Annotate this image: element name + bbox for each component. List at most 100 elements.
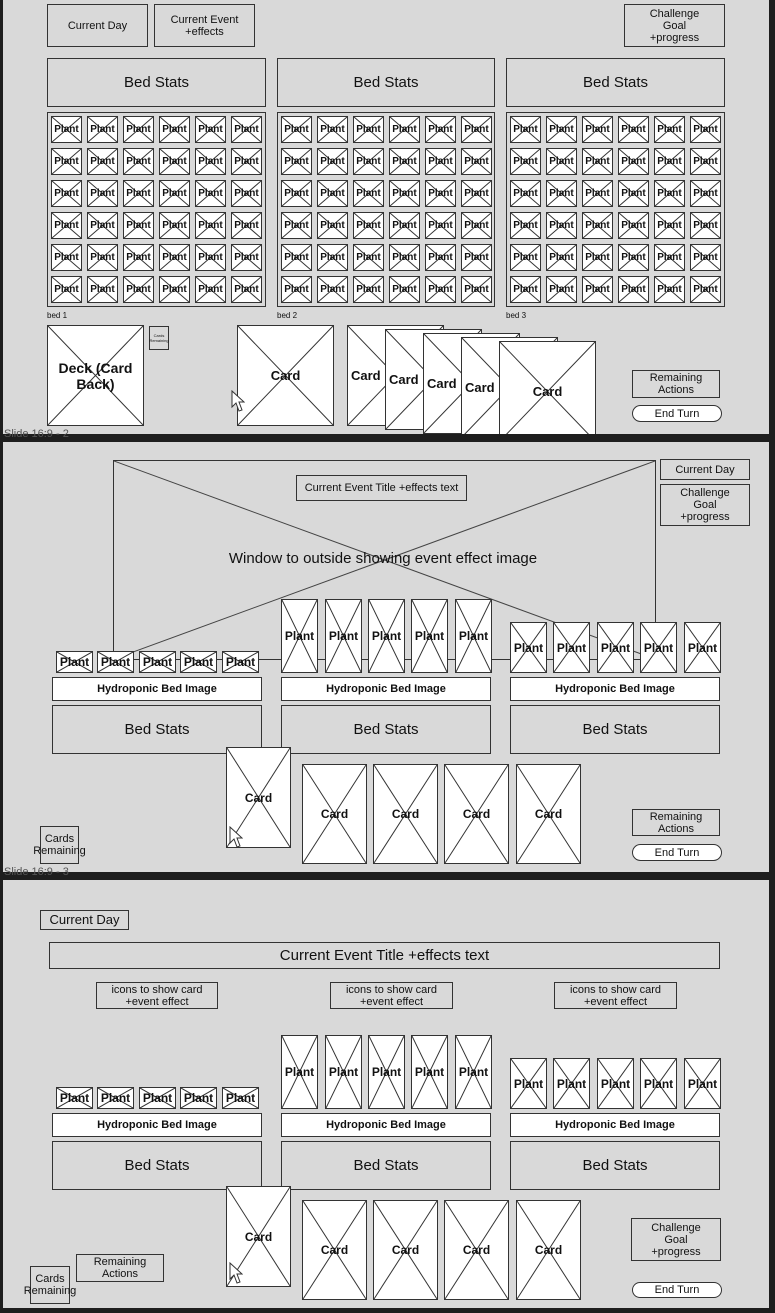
- hand-card[interactable]: Card: [444, 764, 509, 864]
- plant-slot[interactable]: Plant: [159, 148, 190, 175]
- plant-slot[interactable]: Plant: [640, 1058, 677, 1109]
- plant-slot[interactable]: Plant: [640, 622, 677, 673]
- plant-slot[interactable]: Plant: [195, 148, 226, 175]
- plant-slot[interactable]: Plant: [51, 276, 82, 303]
- plant-slot[interactable]: Plant: [87, 212, 118, 239]
- plant-slot[interactable]: Plant: [281, 180, 312, 207]
- plant-slot[interactable]: Plant: [411, 1035, 448, 1109]
- plant-slot[interactable]: Plant: [159, 180, 190, 207]
- hand-card[interactable]: Card: [499, 341, 596, 434]
- hand-card[interactable]: Card: [444, 1200, 509, 1300]
- plant-slot[interactable]: Plant: [51, 148, 82, 175]
- plant-slot[interactable]: Plant: [231, 276, 262, 303]
- plant-slot[interactable]: Plant: [231, 212, 262, 239]
- plant-slot[interactable]: Plant: [353, 276, 384, 303]
- plant-slot[interactable]: Plant: [654, 244, 685, 271]
- plant-slot[interactable]: Plant: [139, 1087, 176, 1109]
- deck[interactable]: Deck (Card Back): [47, 325, 144, 426]
- plant-slot[interactable]: Plant: [281, 276, 312, 303]
- plant-slot[interactable]: Plant: [461, 148, 492, 175]
- plant-slot[interactable]: Plant: [389, 180, 420, 207]
- plant-slot[interactable]: Plant: [597, 1058, 634, 1109]
- plant-slot[interactable]: Plant: [159, 212, 190, 239]
- plant-slot[interactable]: Plant: [654, 116, 685, 143]
- plant-slot[interactable]: Plant: [455, 599, 492, 673]
- plant-slot[interactable]: Plant: [546, 180, 577, 207]
- plant-slot[interactable]: Plant: [553, 1058, 590, 1109]
- plant-slot[interactable]: Plant: [97, 651, 134, 673]
- plant-slot[interactable]: Plant: [690, 276, 721, 303]
- plant-slot[interactable]: Plant: [690, 244, 721, 271]
- plant-slot[interactable]: Plant: [425, 116, 456, 143]
- plant-slot[interactable]: Plant: [325, 1035, 362, 1109]
- plant-slot[interactable]: Plant: [684, 622, 721, 673]
- plant-slot[interactable]: Plant: [87, 276, 118, 303]
- plant-slot[interactable]: Plant: [546, 244, 577, 271]
- plant-slot[interactable]: Plant: [368, 599, 405, 673]
- plant-slot[interactable]: Plant: [690, 116, 721, 143]
- plant-slot[interactable]: Plant: [51, 116, 82, 143]
- plant-slot[interactable]: Plant: [461, 244, 492, 271]
- plant-slot[interactable]: Plant: [231, 180, 262, 207]
- plant-slot[interactable]: Plant: [281, 599, 318, 673]
- plant-slot[interactable]: Plant: [654, 148, 685, 175]
- plant-slot[interactable]: Plant: [510, 116, 541, 143]
- plant-slot[interactable]: Plant: [582, 116, 613, 143]
- hand-card[interactable]: Card: [373, 764, 438, 864]
- plant-slot[interactable]: Plant: [690, 148, 721, 175]
- plant-slot[interactable]: Plant: [654, 212, 685, 239]
- plant-slot[interactable]: Plant: [582, 276, 613, 303]
- plant-slot[interactable]: Plant: [546, 116, 577, 143]
- plant-slot[interactable]: Plant: [654, 180, 685, 207]
- plant-slot[interactable]: Plant: [87, 116, 118, 143]
- plant-slot[interactable]: Plant: [353, 212, 384, 239]
- plant-slot[interactable]: Plant: [56, 1087, 93, 1109]
- plant-slot[interactable]: Plant: [510, 212, 541, 239]
- plant-slot[interactable]: Plant: [411, 599, 448, 673]
- plant-slot[interactable]: Plant: [690, 180, 721, 207]
- plant-slot[interactable]: Plant: [123, 212, 154, 239]
- plant-slot[interactable]: Plant: [231, 148, 262, 175]
- plant-slot[interactable]: Plant: [618, 116, 649, 143]
- plant-slot[interactable]: Plant: [618, 212, 649, 239]
- plant-slot[interactable]: Plant: [281, 116, 312, 143]
- plant-slot[interactable]: Plant: [222, 1087, 259, 1109]
- plant-slot[interactable]: Plant: [139, 651, 176, 673]
- plant-slot[interactable]: Plant: [317, 180, 348, 207]
- plant-slot[interactable]: Plant: [546, 148, 577, 175]
- plant-slot[interactable]: Plant: [618, 276, 649, 303]
- hand-card[interactable]: Card: [516, 1200, 581, 1300]
- plant-slot[interactable]: Plant: [123, 276, 154, 303]
- plant-slot[interactable]: Plant: [368, 1035, 405, 1109]
- plant-slot[interactable]: Plant: [461, 212, 492, 239]
- plant-slot[interactable]: Plant: [56, 651, 93, 673]
- plant-slot[interactable]: Plant: [425, 148, 456, 175]
- plant-slot[interactable]: Plant: [87, 148, 118, 175]
- plant-slot[interactable]: Plant: [281, 212, 312, 239]
- plant-slot[interactable]: Plant: [231, 116, 262, 143]
- plant-slot[interactable]: Plant: [222, 651, 259, 673]
- plant-slot[interactable]: Plant: [582, 212, 613, 239]
- plant-slot[interactable]: Plant: [123, 148, 154, 175]
- plant-slot[interactable]: Plant: [51, 212, 82, 239]
- plant-slot[interactable]: Plant: [97, 1087, 134, 1109]
- end-turn-button[interactable]: End Turn: [632, 405, 722, 422]
- plant-slot[interactable]: Plant: [684, 1058, 721, 1109]
- plant-slot[interactable]: Plant: [582, 180, 613, 207]
- plant-slot[interactable]: Plant: [281, 148, 312, 175]
- plant-slot[interactable]: Plant: [389, 148, 420, 175]
- drawn-card[interactable]: Card: [237, 325, 334, 426]
- plant-slot[interactable]: Plant: [281, 244, 312, 271]
- plant-slot[interactable]: Plant: [180, 651, 217, 673]
- plant-slot[interactable]: Plant: [546, 276, 577, 303]
- end-turn-button[interactable]: End Turn: [632, 1282, 722, 1298]
- plant-slot[interactable]: Plant: [317, 116, 348, 143]
- plant-slot[interactable]: Plant: [195, 276, 226, 303]
- plant-slot[interactable]: Plant: [582, 244, 613, 271]
- plant-slot[interactable]: Plant: [317, 212, 348, 239]
- plant-slot[interactable]: Plant: [317, 244, 348, 271]
- hand-card[interactable]: Card: [516, 764, 581, 864]
- plant-slot[interactable]: Plant: [618, 244, 649, 271]
- plant-slot[interactable]: Plant: [510, 1058, 547, 1109]
- plant-slot[interactable]: Plant: [455, 1035, 492, 1109]
